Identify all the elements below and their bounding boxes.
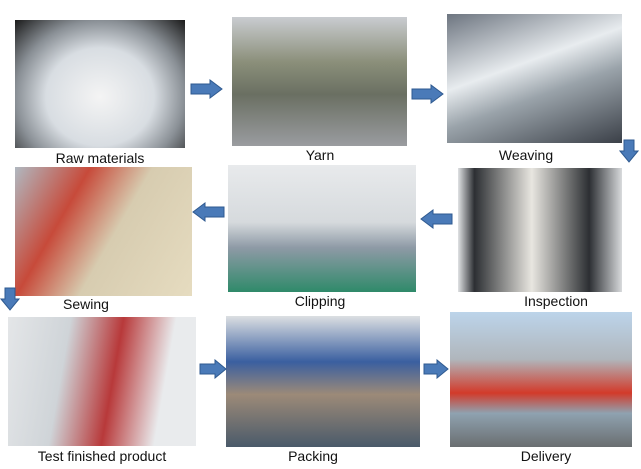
sewing-photo (15, 167, 192, 296)
arrow-right-icon (411, 84, 444, 104)
delivery-label: Delivery (520, 448, 572, 464)
arrow-down-icon (0, 287, 20, 311)
yarn-label: Yarn (305, 147, 335, 163)
arrow-left-icon (192, 202, 225, 222)
clipping-photo (228, 165, 416, 292)
clipping-label: Clipping (294, 293, 346, 309)
packing-label: Packing (288, 448, 338, 464)
raw-materials-photo (15, 20, 185, 148)
arrow-right-icon (190, 79, 223, 99)
weaving-photo (447, 14, 622, 143)
yarn-photo (232, 17, 407, 146)
inspection-photo (458, 168, 622, 292)
sewing-label: Sewing (63, 296, 109, 312)
inspection-label: Inspection (524, 293, 588, 309)
arrow-right-icon (199, 359, 227, 379)
raw-materials-label: Raw materials (55, 150, 145, 166)
test-finished-product-label: Test finished product (37, 448, 167, 464)
weaving-label: Weaving (498, 147, 554, 163)
packing-photo (226, 316, 420, 447)
test-finished-product-photo (8, 317, 196, 446)
arrow-left-icon (420, 209, 453, 229)
arrow-right-icon (423, 359, 449, 379)
arrow-down-icon (619, 139, 639, 163)
delivery-photo (450, 312, 632, 447)
